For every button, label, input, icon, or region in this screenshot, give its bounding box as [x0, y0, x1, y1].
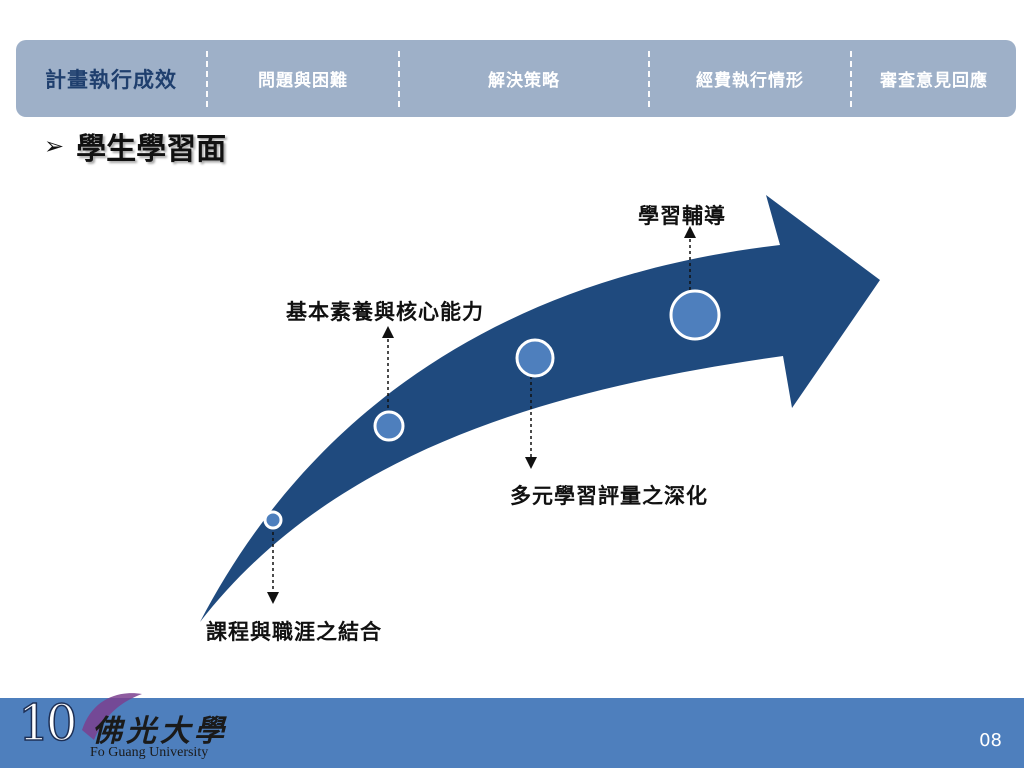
nav-tab-review-response[interactable]: 審查意見回應: [880, 71, 988, 91]
milestone-node: [515, 338, 555, 378]
nav-tab-execution-results[interactable]: 計畫執行成效: [45, 67, 177, 92]
logo-english-name: Fo Guang University: [90, 745, 209, 760]
nav-tab-budget[interactable]: 經費執行情形: [696, 71, 804, 91]
section-title: 學生學習面: [76, 132, 227, 167]
milestone-node: [373, 410, 405, 442]
milestone-label-tutoring: 學習輔導: [638, 204, 726, 228]
nav-divider: [850, 50, 852, 107]
milestone-label-assessment: 多元學習評量之深化: [510, 484, 708, 508]
arrow-bullet-icon: ➢: [44, 132, 65, 160]
milestone-node: [669, 289, 721, 341]
page-number: 08: [979, 730, 1002, 751]
nav-divider: [648, 50, 650, 107]
nav-divider: [398, 50, 400, 107]
milestone-node: [263, 510, 283, 530]
logo-number: 10: [17, 693, 78, 753]
top-nav-bar: 計畫執行成效 問題與困難 解決策略 經費執行情形 審查意見回應: [16, 40, 1016, 117]
nav-tab-solutions[interactable]: 解決策略: [488, 71, 560, 91]
section-heading: ➢ 學生學習面: [44, 126, 227, 167]
university-logo: 10 佛光大學 Fo Guang University: [17, 688, 238, 768]
nav-divider: [206, 50, 208, 107]
logo-brush-mark-icon: [82, 693, 142, 740]
milestone-label-career: 課程與職涯之結合: [206, 620, 382, 644]
curved-arrow-shape: [200, 195, 880, 622]
footer-bar: [0, 698, 1024, 768]
milestone-label-competency: 基本素養與核心能力: [286, 300, 484, 324]
nav-tab-problems[interactable]: 問題與困難: [258, 71, 348, 91]
logo-chinese-name: 佛光大學: [92, 714, 228, 749]
